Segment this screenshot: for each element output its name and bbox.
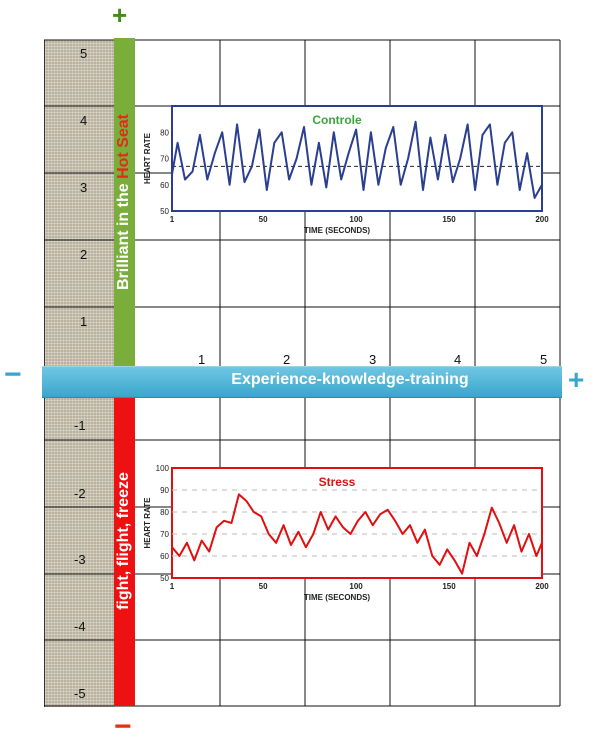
x-tick-label: 50 [259, 582, 268, 591]
y-tick-label: 80 [160, 508, 169, 517]
x-tick-label: 150 [442, 582, 456, 591]
y-tick-label: 50 [160, 207, 169, 216]
minus-sign-bottom: − [114, 710, 132, 743]
x-label-1: 1 [198, 352, 206, 367]
x-tick-label: 100 [349, 582, 363, 591]
y-label-minus-1: -1 [74, 418, 86, 433]
x-tick-label: 150 [442, 215, 456, 224]
x-tick-label: 50 [259, 215, 268, 224]
y-label-3: 3 [80, 180, 88, 195]
x-tick-label: 100 [349, 215, 363, 224]
y-tick-label: 60 [160, 552, 169, 561]
x-tick-label: 200 [535, 215, 549, 224]
y-label-minus-3: -3 [74, 552, 86, 567]
positive-bar-label: Brilliant in the Hot Seat [115, 113, 132, 291]
y-tick-label: 60 [160, 181, 169, 190]
chart-title: Stress [319, 475, 356, 489]
plus-sign-right: + [568, 364, 585, 395]
y-axis-label: HEART RATE [143, 132, 152, 184]
x-label-4: 4 [454, 352, 462, 367]
y-label-minus-2: -2 [74, 486, 86, 501]
x-tick-label: 1 [170, 582, 175, 591]
x-axis-label: TIME (SECONDS) [304, 226, 371, 235]
y-tick-label: 50 [160, 574, 169, 583]
y-label-5: 5 [80, 46, 88, 61]
y-tick-label: 80 [160, 128, 169, 137]
y-label-4: 4 [80, 113, 88, 128]
minus-sign-left: − [4, 358, 22, 391]
series-line [171, 120, 543, 199]
y-tick-label: 70 [160, 530, 169, 539]
series-line [171, 493, 543, 575]
y-tick-label: 100 [156, 464, 170, 473]
x-axis-title: Experience-knowledge-training [231, 371, 469, 388]
chart-title: Controle [312, 113, 362, 127]
x-tick-label: 200 [535, 582, 549, 591]
y-label-minus-4: -4 [74, 619, 86, 634]
y-label-2: 2 [80, 247, 88, 262]
x-tick-label: 1 [170, 215, 175, 224]
y-tick-label: 90 [160, 486, 169, 495]
y-label-1: 1 [80, 314, 88, 329]
x-axis-band [42, 366, 562, 398]
positive-bar [114, 38, 135, 370]
negative-bar [114, 376, 135, 706]
x-label-2: 2 [283, 352, 291, 367]
x-label-5: 5 [540, 352, 548, 367]
x-label-3: 3 [369, 352, 377, 367]
plus-sign-top: + [112, 0, 128, 30]
negative-bar-label: fight, flight, freeze [115, 472, 132, 610]
y-axis-label: HEART RATE [143, 497, 152, 549]
y-tick-label: 70 [160, 155, 169, 164]
x-axis-label: TIME (SECONDS) [304, 593, 371, 602]
y-label-minus-5: -5 [74, 686, 86, 701]
